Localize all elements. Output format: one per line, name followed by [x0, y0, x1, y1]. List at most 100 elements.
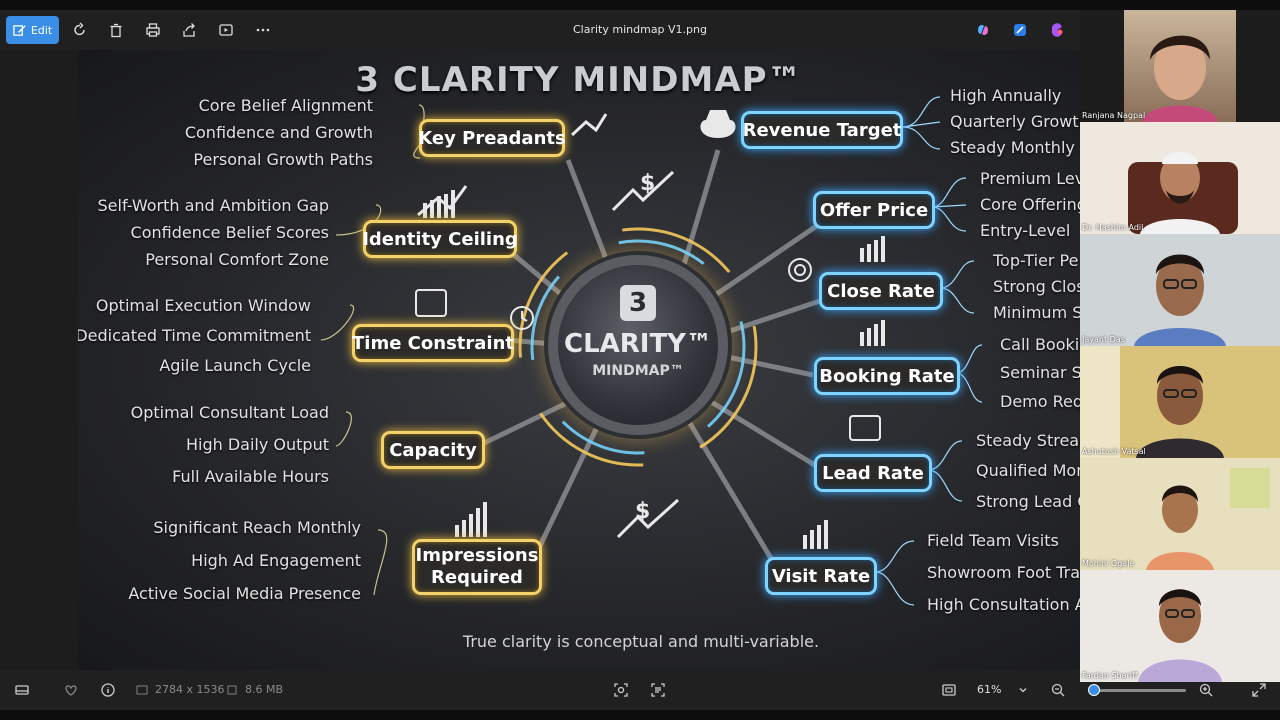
clipchamp-icon[interactable] — [1049, 22, 1065, 38]
node-lead-rate: Lead Rate — [814, 454, 932, 492]
node-identity-ceiling: Identity Ceiling — [362, 220, 518, 258]
participant-video — [1080, 346, 1280, 458]
leaf-confidence-and-growth: Confidence and Growth — [184, 123, 373, 142]
participant-name: Ashutosh Vatsal — [1082, 447, 1146, 456]
leaf-self-worth-gap: Self-Worth and Ambition Gap — [97, 196, 330, 215]
mindmap-title: 3 CLARITY MINDMAP™ — [355, 60, 803, 100]
leaf-dedicated-time-commitment: Dedicated Time Commitment — [78, 326, 311, 345]
participant-tile[interactable]: Fardan Shariff — [1080, 570, 1280, 682]
clock-icon — [510, 306, 534, 330]
participant-name: Ranjana Nagpal — [1082, 111, 1146, 120]
zoom-slider-thumb[interactable] — [1088, 684, 1100, 696]
node-capacity: Capacity — [381, 431, 485, 469]
participant-name: Jayant Das — [1082, 335, 1125, 344]
node-key-preadants: Key Preadants — [418, 119, 566, 157]
participant-tile[interactable]: Mohini Ogale — [1080, 458, 1280, 570]
leaf-active-social-media: Active Social Media Presence — [128, 584, 361, 603]
svg-text:$: $ — [640, 171, 655, 196]
form-icon — [849, 415, 881, 441]
hub-title: CLARITY™ — [563, 329, 713, 359]
leaf-qualified-monthly: Qualified Mon — [976, 461, 1080, 480]
file-size-icon — [227, 685, 237, 695]
text-extract-icon[interactable] — [650, 682, 666, 698]
participant-video — [1080, 234, 1280, 346]
zoom-level[interactable]: 61% — [977, 683, 1002, 696]
mindmap-image: $ $ 3 CLARITY MINDMAP™ 3 CLARITY™ MINDMA… — [78, 50, 1080, 670]
participant-video — [1124, 10, 1236, 122]
chart-up-icon — [570, 113, 608, 137]
fit-to-window-icon[interactable] — [941, 682, 957, 698]
participant-tile[interactable]: Ashutosh Vatsal — [1080, 346, 1280, 458]
leaf-full-available-hours: Full Available Hours — [172, 467, 329, 486]
zoom-dropdown-chevron-icon[interactable] — [1017, 684, 1029, 696]
node-booking-rate: Booking Rate — [814, 357, 960, 395]
leaf-field-team-visits: Field Team Visits — [927, 531, 1059, 550]
leaf-top-tier: Top-Tier Pe — [993, 251, 1079, 270]
visual-search-icon[interactable] — [613, 682, 629, 698]
svg-text:$: $ — [635, 499, 650, 524]
hub-number: 3 — [620, 285, 656, 321]
money-bag-icon — [700, 110, 736, 138]
leaf-significant-reach-monthly: Significant Reach Monthly — [153, 518, 361, 537]
leaf-showroom-foot-traffic: Showroom Foot Traf — [927, 563, 1080, 582]
status-bar: 2784 x 1536 8.6 MB 61% — [0, 670, 1280, 710]
leaf-optimal-execution-window: Optimal Execution Window — [95, 296, 311, 315]
node-visit-rate: Visit Rate — [765, 557, 877, 595]
slideshow-icon[interactable] — [216, 20, 236, 40]
fullscreen-icon[interactable] — [1251, 682, 1267, 698]
participant-name: Mohini Ogale — [1082, 559, 1135, 568]
mindmap-footer: True clarity is conceptual and multi-var… — [462, 632, 820, 651]
favorite-heart-icon[interactable] — [63, 682, 79, 698]
leaf-steady-monthly: Steady Monthly — [950, 138, 1075, 157]
leaf-agile-launch-cycle: Agile Launch Cycle — [159, 356, 311, 375]
hub-subtitle: MINDMAP™ — [592, 363, 684, 379]
node-offer-price: Offer Price — [813, 191, 935, 229]
participant-name: Dr. Hashim Adil — [1082, 223, 1144, 232]
growth-arrow-icon — [611, 170, 675, 212]
edit-label: Edit — [30, 23, 53, 37]
leaf-quarterly-growth: Quarterly Growth — [950, 112, 1080, 131]
participant-video — [1080, 570, 1280, 682]
leaf-core-belief-alignment: Core Belief Alignment — [198, 96, 373, 115]
zoom-in-icon[interactable] — [1198, 682, 1214, 698]
image-dimensions-icon — [136, 685, 148, 695]
leaf-high-ad-engagement: High Ad Engagement — [191, 551, 361, 570]
delete-icon[interactable] — [106, 20, 126, 40]
leaf-minimum: Minimum S — [993, 303, 1080, 322]
leaf-call-booking: Call Bookin — [1000, 335, 1080, 354]
participant-name: Fardan Shariff — [1082, 671, 1138, 680]
zoom-slider[interactable] — [1090, 689, 1186, 692]
leaf-demo-request: Demo Requ — [1000, 392, 1080, 411]
copilot-icon[interactable] — [975, 22, 991, 38]
leaf-high-daily-output: High Daily Output — [185, 435, 329, 454]
rotate-icon[interactable] — [70, 20, 90, 40]
designer-icon[interactable] — [1012, 22, 1028, 38]
filmstrip-icon[interactable] — [14, 682, 30, 698]
photo-viewer-toolbar: Edit Clarity mindmap V1.png — [0, 10, 1080, 50]
window-top-edge — [0, 0, 1280, 10]
leaf-confidence-belief-scores: Confidence Belief Scores — [130, 223, 329, 242]
leaf-high-annually: High Annually — [950, 86, 1062, 105]
participant-tile[interactable]: Jayant Das — [1080, 234, 1280, 346]
more-options-icon[interactable] — [253, 20, 273, 40]
zoom-out-icon[interactable] — [1050, 682, 1066, 698]
leaf-steady-stream: Steady Stream — [976, 431, 1080, 450]
file-info-icon[interactable] — [100, 682, 116, 698]
file-title: Clarity mindmap V1.png — [573, 23, 707, 36]
file-size: 8.6 MB — [245, 683, 284, 696]
leaf-premium-level: Premium Lev — [980, 169, 1080, 188]
leaf-core-offering: Core Offering — [980, 195, 1080, 214]
participant-tile[interactable]: Dr. Hashim Adil — [1080, 122, 1280, 234]
image-viewer[interactable]: $ $ 3 CLARITY MINDMAP™ 3 CLARITY™ MINDMA… — [0, 50, 1080, 670]
participant-tile[interactable]: Ranjana Nagpal — [1080, 10, 1280, 122]
print-icon[interactable] — [143, 20, 163, 40]
leaf-strong-lead: Strong Lead C — [976, 492, 1080, 511]
image-dimensions: 2784 x 1536 — [155, 683, 225, 696]
node-impressions-required: Impressions Required — [412, 539, 542, 595]
participant-video — [1080, 458, 1280, 570]
participant-video — [1080, 122, 1280, 234]
leaf-personal-comfort-zone: Personal Comfort Zone — [145, 250, 329, 269]
share-icon[interactable] — [179, 20, 199, 40]
mindmap-hub: 3 CLARITY™ MINDMAP™ — [558, 265, 718, 425]
edit-button[interactable]: Edit — [6, 16, 59, 44]
